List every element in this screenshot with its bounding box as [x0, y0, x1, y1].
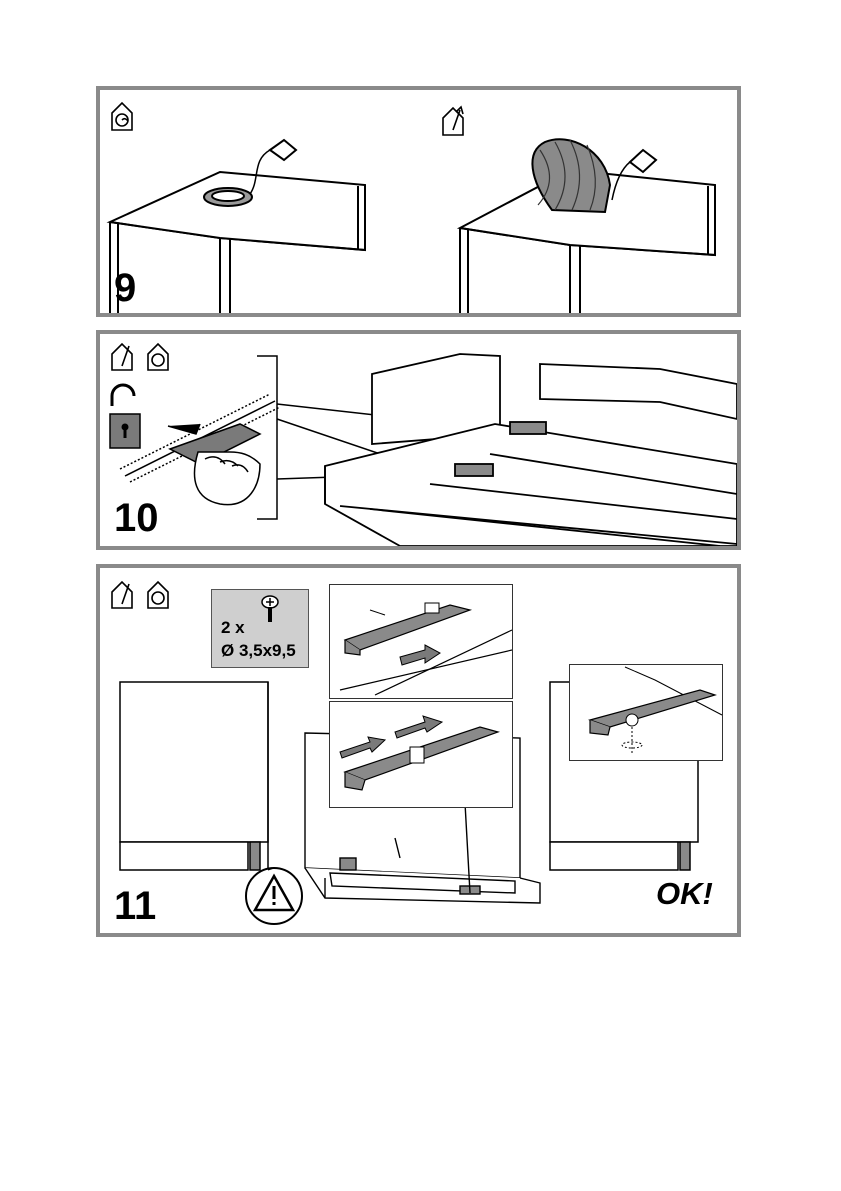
screw-spec-box: 2 x Ø 3,5x9,5	[211, 589, 309, 668]
cabinet-left	[110, 140, 365, 313]
extraction-mode-icon	[112, 344, 132, 370]
grease-filter-detail	[120, 394, 280, 505]
padlock-unlocked-icon	[110, 385, 140, 448]
extraction-mode-icon	[443, 107, 463, 135]
inset-screw-fixing	[569, 664, 723, 761]
recirculation-mode-icon	[148, 582, 168, 608]
warning-triangle-icon	[246, 868, 302, 924]
hood-body	[325, 354, 737, 546]
inset-adjust-filter	[329, 701, 513, 808]
ok-label: OK!	[656, 878, 713, 909]
step-9-illustration	[100, 90, 737, 313]
screw-dimension: Ø 3,5x9,5	[221, 641, 296, 661]
extraction-mode-icon	[112, 582, 132, 608]
recirculation-mode-icon	[112, 103, 132, 130]
cabinet-right	[460, 139, 715, 313]
inset-slide-filter	[329, 584, 513, 699]
screw-icon	[260, 595, 280, 625]
step-number: 11	[114, 886, 156, 926]
step-number: 9	[114, 268, 136, 308]
step-11-panel: 2 x Ø 3,5x9,5	[96, 564, 741, 937]
cabinet-left	[120, 682, 268, 870]
step-number: 10	[114, 498, 159, 538]
recirculation-mode-icon	[148, 344, 168, 370]
screw-quantity: 2 x	[221, 618, 245, 638]
step-10-panel: 10	[96, 330, 741, 550]
step-9-panel: 9	[96, 86, 741, 317]
step-10-illustration	[100, 334, 737, 546]
